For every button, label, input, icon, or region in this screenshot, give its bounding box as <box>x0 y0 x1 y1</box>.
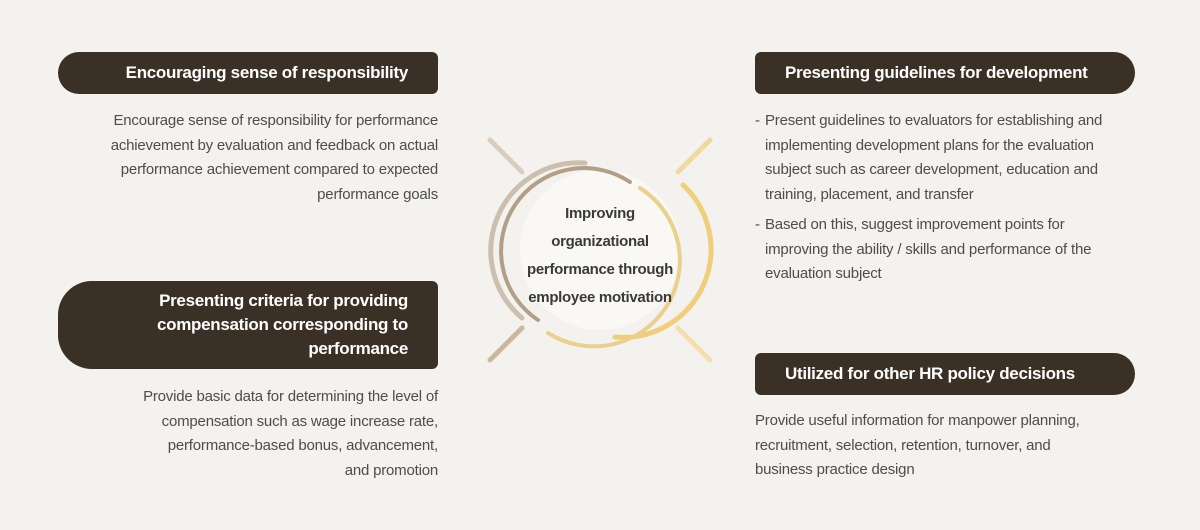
bullet-dash: - <box>755 112 760 129</box>
ring-outer-left <box>488 160 588 321</box>
text-line: Present guidelines to evaluators for est… <box>765 112 1103 129</box>
text-line: evaluation subject <box>765 265 882 282</box>
text-line: achievement by evaluation and feedback o… <box>110 136 439 154</box>
connector-top-left <box>487 137 525 175</box>
text-line: training, placement, and transfer <box>765 185 974 203</box>
left-bottom-title-line: performance <box>308 339 408 358</box>
connector-top-right <box>675 137 713 175</box>
text-line: recruitment, selection, retention, turno… <box>755 436 1051 454</box>
text-line: compensation such as wage increase rate, <box>161 412 439 430</box>
left-bottom-description: Provide basic data for determining the l… <box>58 385 438 483</box>
center-circle-diagram <box>487 137 714 363</box>
center-line: Improving <box>565 205 635 222</box>
text-line: business practice design <box>755 461 915 478</box>
text-line: improving the ability / skills and perfo… <box>765 240 1092 258</box>
center-disc <box>520 170 680 330</box>
left-bottom-title-line: Presenting criteria for providing <box>159 291 408 310</box>
text-line: implementing development plans for the e… <box>765 136 1094 154</box>
left-top-title-text: Encouraging sense of responsibility <box>125 63 409 82</box>
left-top-description: Encourage sense of responsibility for pe… <box>58 109 439 207</box>
text-line: Encourage sense of responsibility for pe… <box>113 112 438 129</box>
text-line: performance goals <box>317 185 438 203</box>
ring-outer-right <box>612 182 714 340</box>
center-line: organizational <box>551 233 649 250</box>
right-top-title-text: Presenting guidelines for development <box>785 63 1088 82</box>
right-top-title: Presenting guidelines for development <box>755 52 1135 94</box>
right-bottom-title: Utilized for other HR policy decisions <box>755 353 1135 395</box>
right-top-description: - Present guidelines to evaluators for e… <box>755 109 1155 287</box>
right-bottom-description: Provide useful information for manpower … <box>755 409 1155 483</box>
text-line: performance-based bonus, advancement, <box>167 437 438 454</box>
center-line: performance through <box>527 261 673 278</box>
right-bottom-title-text: Utilized for other HR policy decisions <box>785 364 1075 383</box>
text-line: performance achievement compared to expe… <box>120 161 438 178</box>
ring-inner-right <box>546 186 682 349</box>
left-bottom-title: Presenting criteria for providing compen… <box>58 281 438 369</box>
connector-bottom-right <box>675 325 713 363</box>
text-line: subject such as career development, educ… <box>765 161 1098 178</box>
ring-inner-left <box>499 166 632 322</box>
left-top-title: Encouraging sense of responsibility <box>58 52 438 94</box>
bullet-item: - Present guidelines to evaluators for e… <box>755 109 1155 207</box>
connector-bottom-left <box>487 325 525 363</box>
bullet-dash: - <box>755 216 760 233</box>
text-line: and promotion <box>344 461 438 479</box>
text-line: Provide useful information for manpower … <box>755 412 1080 429</box>
left-bottom-title-line: compensation corresponding to <box>156 315 408 334</box>
center-title: Improving organizational performance thr… <box>520 200 680 312</box>
center-line: employee motivation <box>528 289 672 306</box>
text-line: Provide basic data for determining the l… <box>143 388 438 405</box>
text-line: Based on this, suggest improvement point… <box>765 216 1065 233</box>
bullet-item: - Based on this, suggest improvement poi… <box>755 213 1155 287</box>
